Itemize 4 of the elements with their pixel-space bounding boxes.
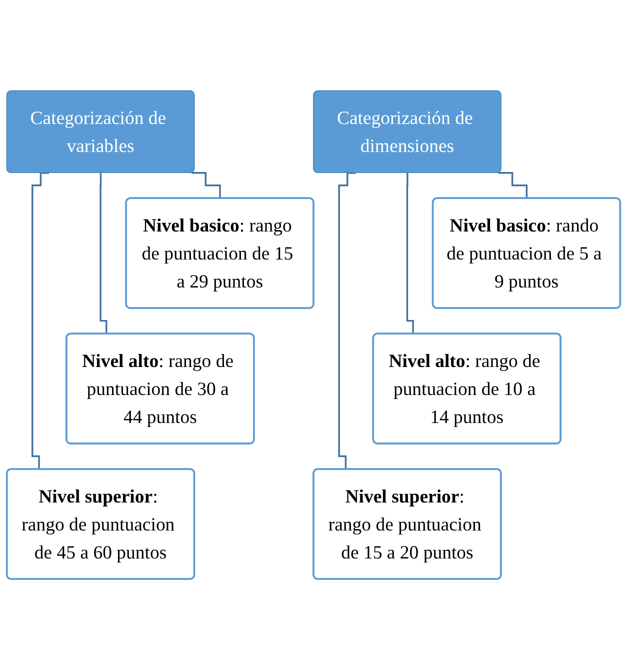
- connector: [192, 172, 222, 200]
- connector: [338, 172, 356, 470]
- connector: [32, 172, 50, 470]
- connector: [498, 172, 528, 200]
